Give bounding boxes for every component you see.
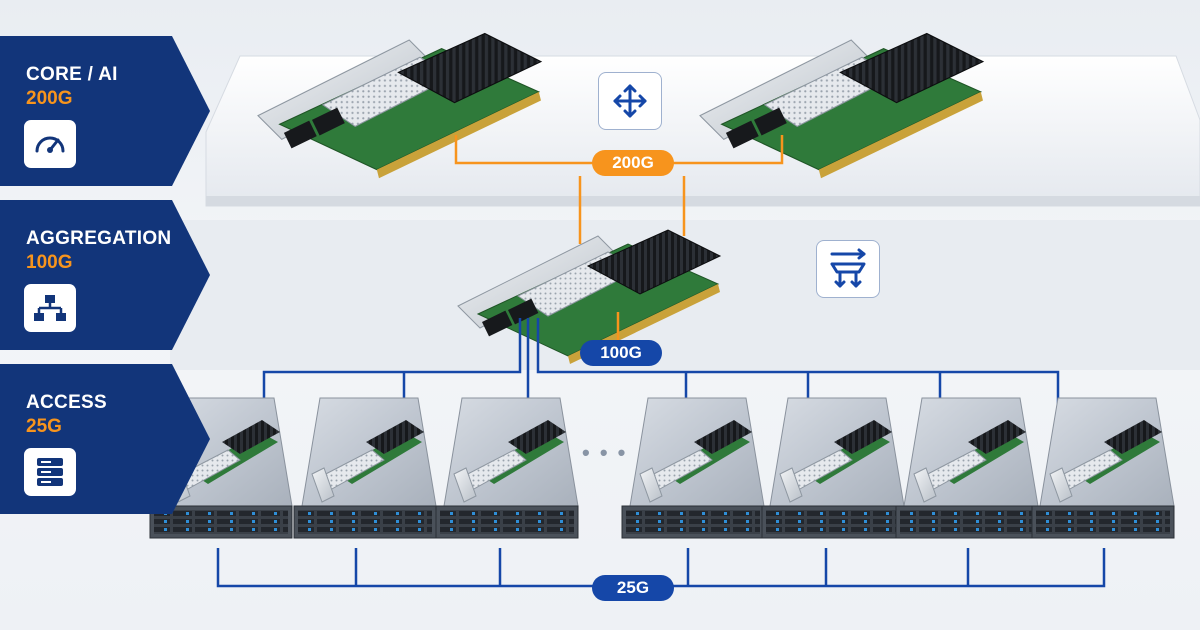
tier-core: CORE / AI 200G <box>0 36 210 186</box>
core-link-speed-badge: 200G <box>592 150 674 176</box>
tier-core-speed: 200G <box>26 88 73 109</box>
access-25g-links <box>216 548 1106 588</box>
routing-arrows-icon <box>598 72 662 130</box>
tier-access: ACCESS 25G <box>0 364 210 514</box>
server-5 <box>761 397 905 539</box>
server-6 <box>895 397 1039 539</box>
aggregation-link-speed-badge: 100G <box>580 340 662 366</box>
tier-core-name: CORE / AI <box>26 64 118 85</box>
server-7 <box>1031 397 1175 539</box>
network-hierarchy-icon <box>24 284 76 332</box>
tier-aggregation: AGGREGATION 100G <box>0 200 210 350</box>
core-platform-edge <box>206 196 1200 206</box>
core-200g-links <box>454 135 784 340</box>
server-4 <box>621 397 765 539</box>
speedometer-icon <box>24 120 76 168</box>
access-link-speed-badge: 25G <box>592 575 674 601</box>
server-stack-icon <box>24 448 76 496</box>
access-servers <box>149 397 1175 539</box>
switching-arrows-icon <box>816 240 880 298</box>
tier-aggregation-speed: 100G <box>26 252 73 273</box>
server-2 <box>293 397 437 539</box>
server-3 <box>435 397 579 539</box>
tier-access-speed: 25G <box>26 416 62 437</box>
more-servers-ellipsis: • • • <box>582 440 628 465</box>
tier-aggregation-name: AGGREGATION <box>26 228 172 249</box>
tier-access-name: ACCESS <box>26 392 107 413</box>
